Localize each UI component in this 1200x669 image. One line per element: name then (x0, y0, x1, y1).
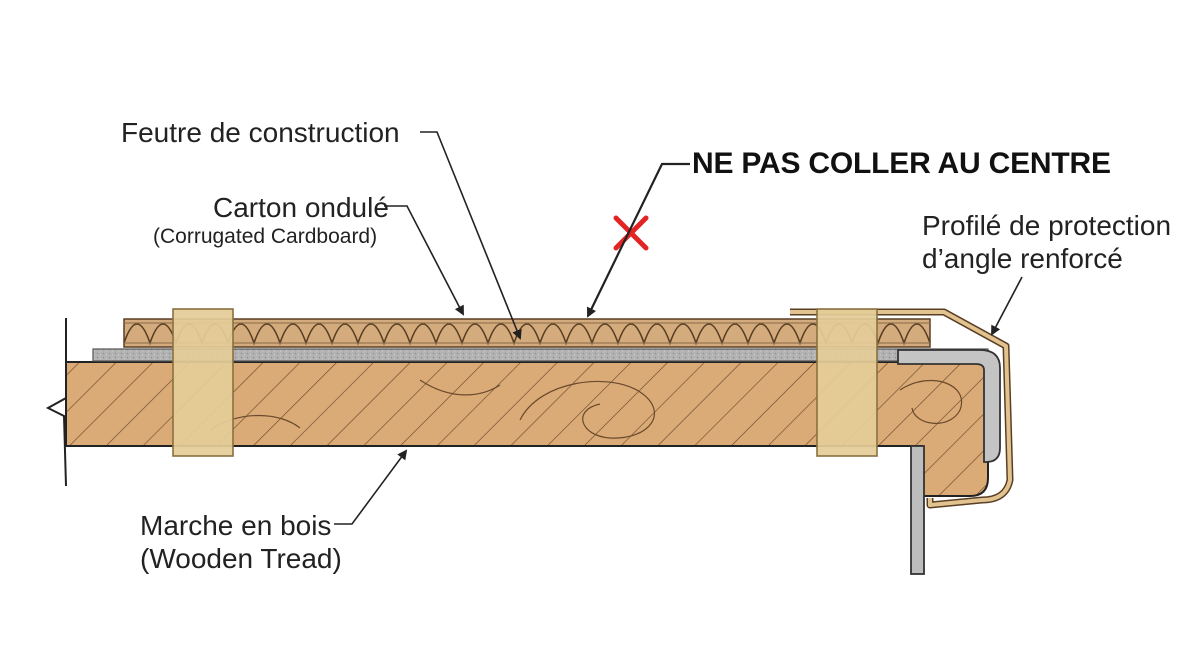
label-cardboard-english: (Corrugated Cardboard) (153, 225, 378, 248)
break-line (45, 318, 67, 487)
label-tread-french: Marche en bois (140, 510, 332, 541)
warning-label: NE PAS COLLER AU CENTRE (692, 147, 1111, 180)
leader-felt (420, 131, 522, 340)
warning-label-text: NE PAS COLLER AU CENTRE (692, 147, 1111, 180)
label-construction-felt: Feutre de construction (121, 116, 400, 149)
x-mark-icon (613, 215, 649, 251)
label-construction-felt-text: Feutre de construction (121, 117, 400, 148)
leader-tread (334, 449, 408, 525)
label-tread-english: (Wooden Tread) (140, 543, 342, 574)
wood-grain-knot (519, 380, 655, 439)
corrugated-cardboard-layer (123, 318, 931, 348)
leader-warning (587, 162, 690, 318)
cardboard-flute (123, 323, 931, 346)
reinforced-corner-profile (790, 308, 1014, 575)
leader-cardboard (384, 205, 464, 316)
label-corrugated-cardboard: Carton ondulé (Corrugated Cardboard) (153, 191, 389, 250)
label-wooden-tread: Marche en bois (Wooden Tread) (140, 509, 342, 575)
label-profile-line2: d’angle renforcé (922, 243, 1123, 274)
tape-strap-right (816, 308, 878, 457)
leader-profile (991, 276, 1023, 336)
label-corner-profile: Profilé de protection d’angle renforcé (922, 209, 1171, 275)
tape-strap-left (172, 308, 234, 457)
metal-angle (897, 349, 1001, 463)
label-cardboard-french: Carton ondulé (213, 192, 389, 223)
wood-grain-knot (899, 380, 963, 424)
label-profile-line1: Profilé de protection (922, 210, 1172, 241)
wood-grain-knot (419, 379, 501, 396)
metal-nosing-plate (910, 445, 925, 575)
